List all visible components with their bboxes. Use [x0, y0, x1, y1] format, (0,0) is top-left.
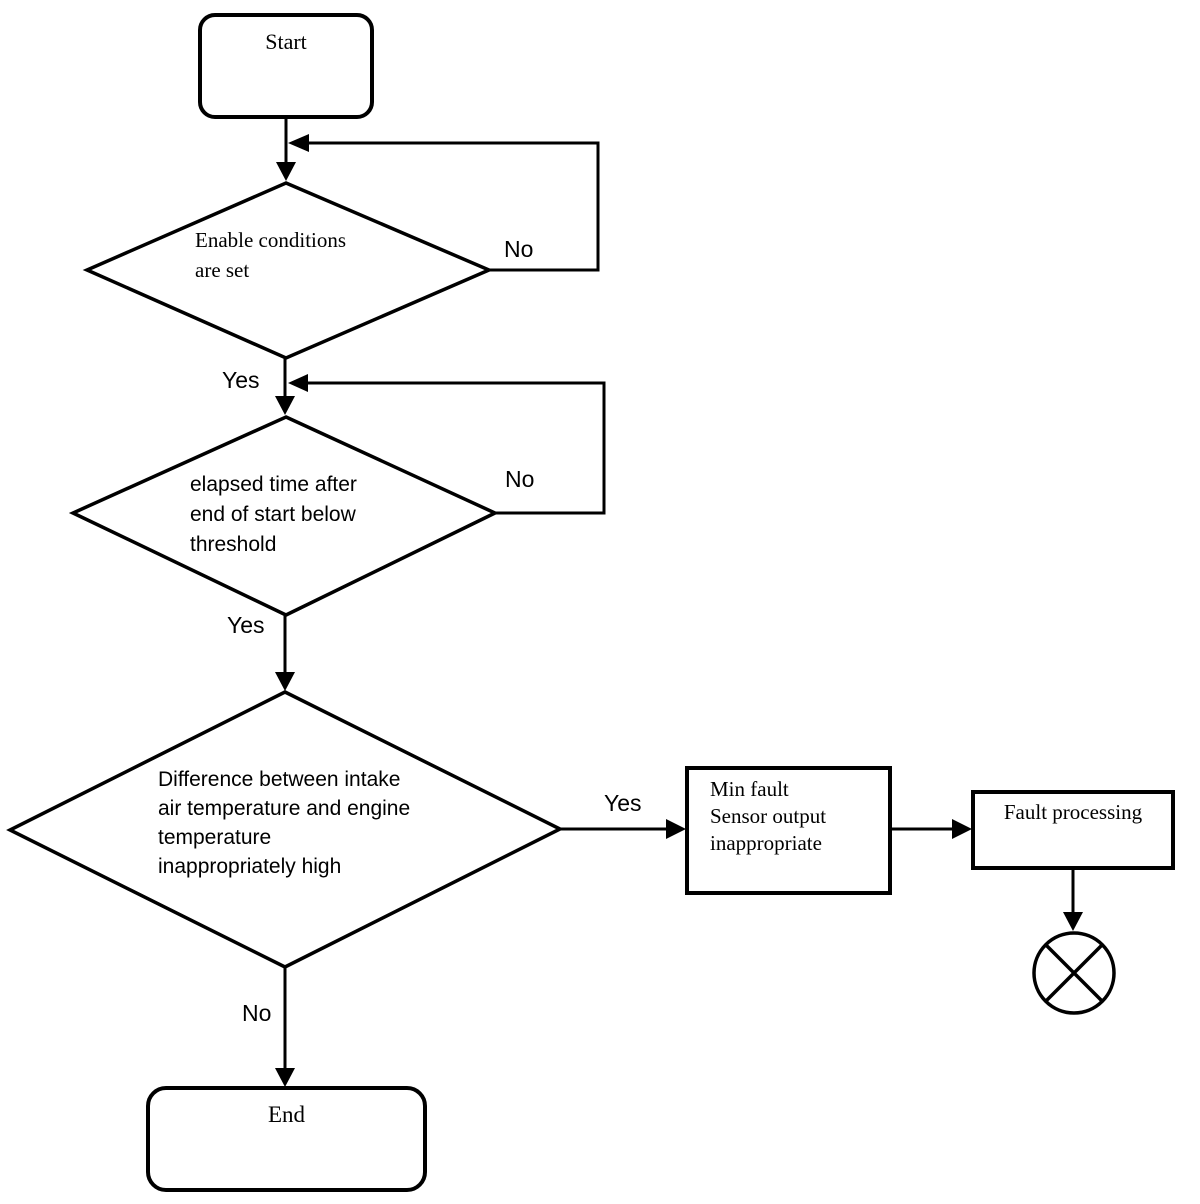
fault-flag-entry-arrowhead	[666, 819, 686, 839]
decision2-label-line: elapsed time after	[190, 473, 357, 496]
decision1-no-edge-label: No	[504, 236, 534, 262]
fault-flag-node-label: Min fault Sensor output inappropriate	[710, 776, 826, 857]
decision1-label-line: Enable conditions	[195, 228, 347, 252]
terminator-entry-arrowhead	[1063, 912, 1083, 931]
decision2-label-line: threshold	[190, 533, 277, 556]
decision1-label-line: are set	[195, 258, 250, 282]
decision3-label-line: inappropriately high	[158, 855, 342, 878]
end-node	[146, 1086, 427, 1192]
fault-processing-node-label: Fault processing	[1003, 800, 1143, 824]
decision3-node	[6, 690, 564, 969]
decision2-no-loop-arrowhead	[288, 374, 308, 392]
end-entry-arrowhead	[275, 1068, 295, 1087]
decision3-entry-arrowhead	[275, 672, 295, 691]
fault-processing-node	[971, 790, 1175, 870]
decision2-no-loop-connector	[308, 381, 606, 515]
decision2-label-line: end of start below	[190, 503, 356, 526]
decision3-node-label: Difference between intake air temperatur…	[158, 765, 410, 881]
decision1-yes-edge-label: Yes	[222, 367, 260, 393]
decision2-yes-edge-label: Yes	[227, 612, 265, 638]
decision2-entry-arrowhead	[275, 396, 295, 415]
fault-flag-label-line: inappropriate	[710, 831, 822, 855]
decision3-yes-edge-label: Yes	[604, 790, 642, 816]
decision3-label-line: air temperature and engine	[158, 797, 411, 820]
decision1-no-loop-connector	[309, 141, 600, 272]
start-node	[198, 13, 374, 119]
decision1-node	[82, 181, 494, 360]
decision1-no-loop-arrowhead	[288, 134, 309, 152]
decision3-label-line: Difference between intake	[158, 768, 401, 791]
fault-processing-entry-arrowhead	[952, 819, 972, 839]
decision3-label-line: temperature	[158, 826, 272, 849]
decision2-node-label: elapsed time after end of start below th…	[190, 470, 357, 560]
end-node-label: End	[267, 1102, 306, 1127]
decision1-node-label: Enable conditions are set	[195, 225, 346, 285]
decision2-no-edge-label: No	[505, 466, 535, 492]
start-node-label: Start	[265, 29, 307, 54]
decision1-entry-arrowhead	[276, 162, 296, 181]
fault-flag-label-line: Sensor output	[710, 804, 827, 828]
decision3-no-edge-label: No	[242, 1000, 272, 1026]
terminator-x-icon	[1043, 942, 1105, 1004]
decision2-node	[68, 415, 500, 617]
fault-flag-label-line: Min fault	[710, 777, 789, 801]
fault-flag-node	[685, 766, 892, 895]
